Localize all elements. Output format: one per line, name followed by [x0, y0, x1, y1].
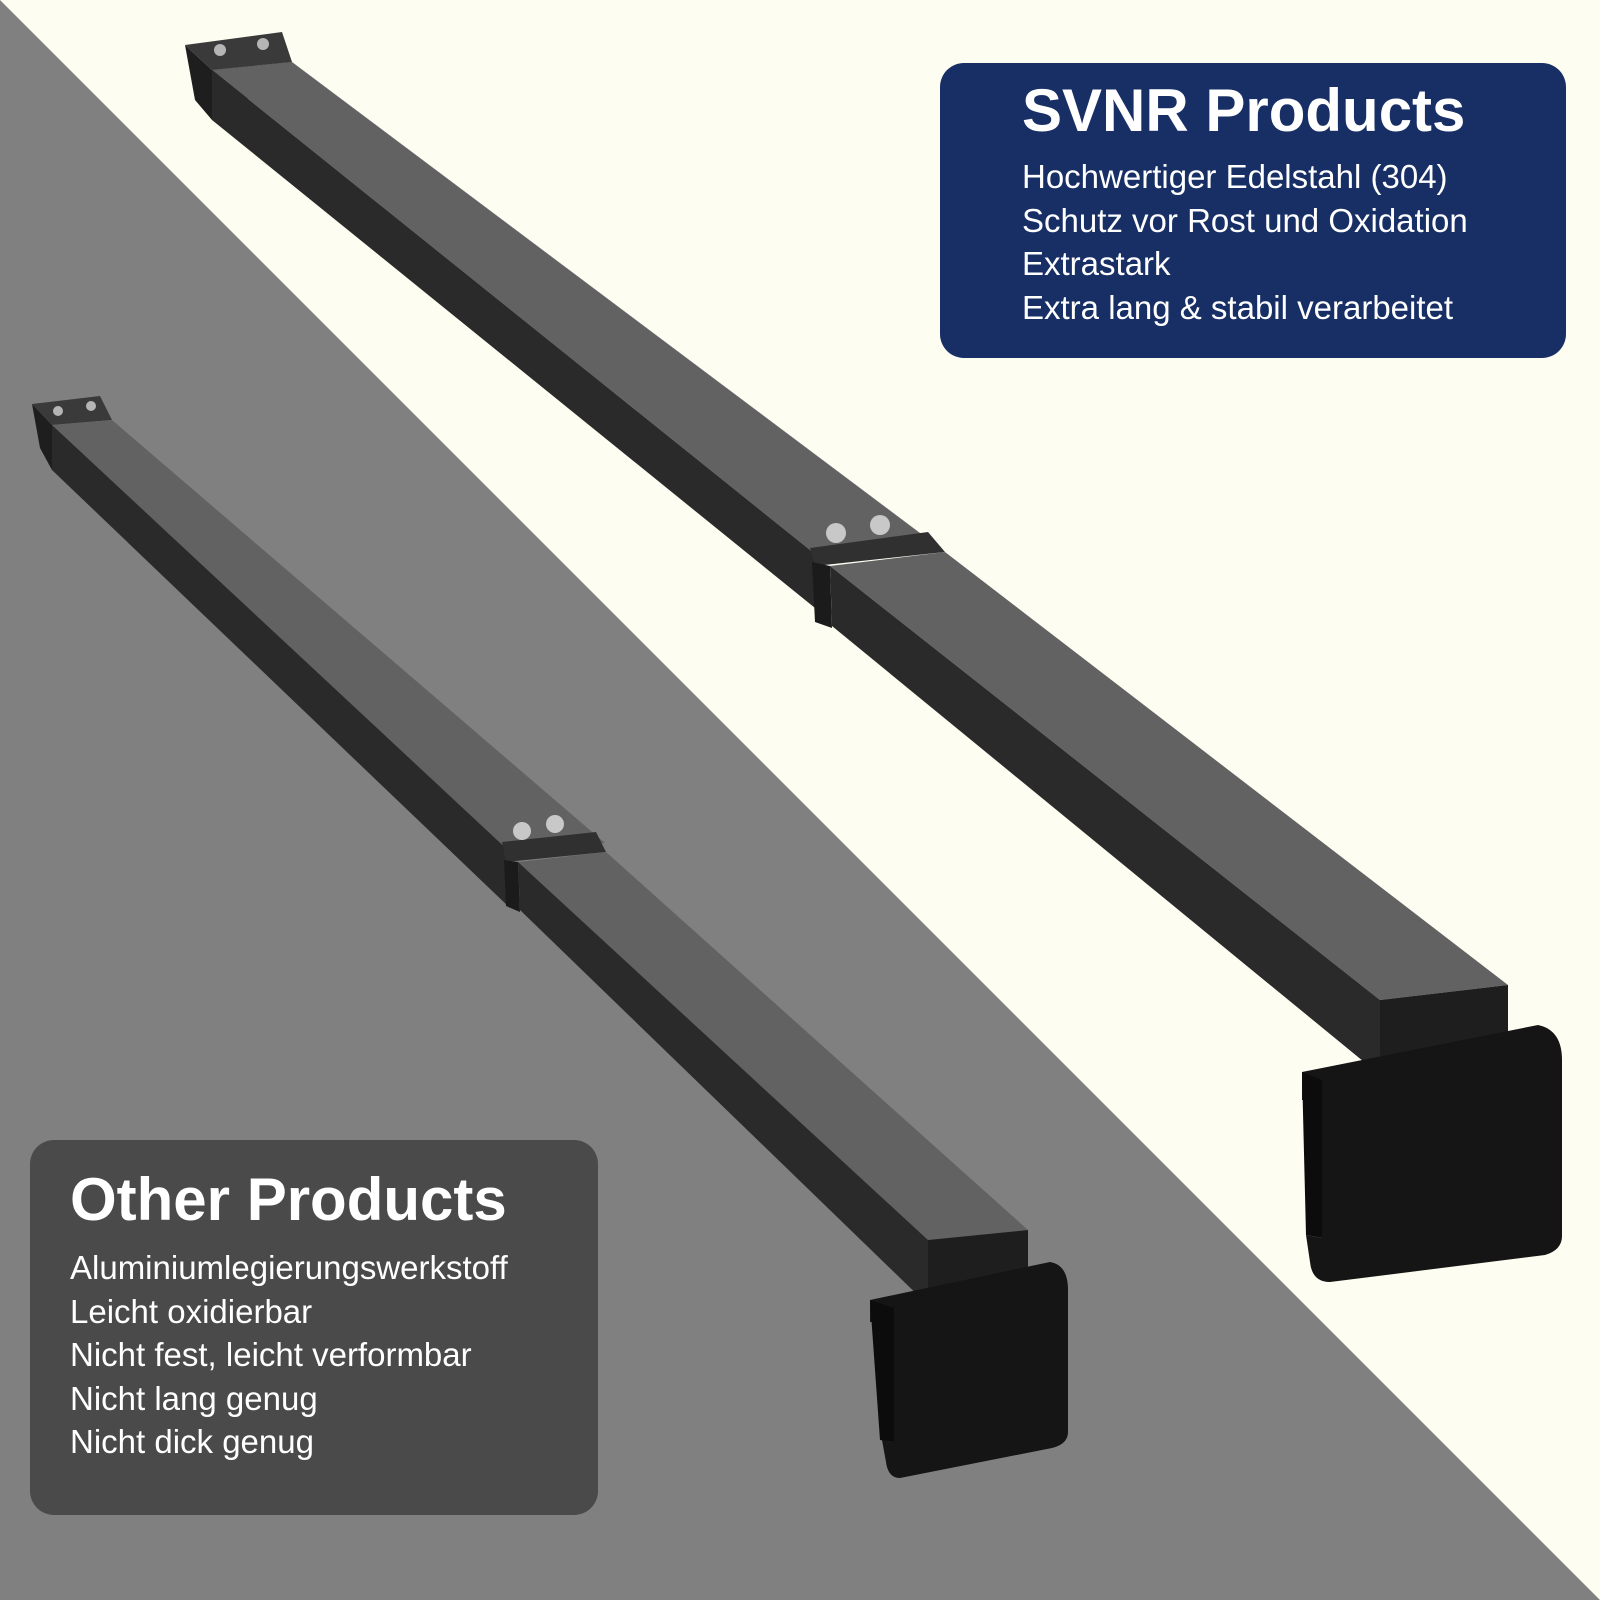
- other-upper-tube-top: [52, 420, 605, 852]
- svnr-feature-item: Schutz vor Rost und Oxidation: [1022, 201, 1468, 239]
- other-feature-item: Nicht lang genug: [70, 1379, 318, 1417]
- other-support-bar: [32, 396, 1068, 1478]
- svnr-glass-clamp-inner: [1302, 1072, 1322, 1238]
- other-sleeve-top: [502, 832, 606, 862]
- other-lower-tube-top: [518, 852, 1028, 1240]
- other-feature-list: Aluminiumlegierungswerkstoff Leicht oxid…: [70, 1246, 598, 1464]
- svnr-products-panel: SVNR Products Hochwertiger Edelstahl (30…: [940, 63, 1566, 358]
- other-feature-item: Leicht oxidierbar: [70, 1292, 313, 1330]
- other-screw-icon: [546, 815, 564, 833]
- other-glass-clamp: [870, 1262, 1068, 1478]
- svnr-screw-icon: [826, 523, 846, 543]
- other-upper-tube-side: [52, 425, 510, 908]
- svnr-sleeve-top: [810, 532, 945, 566]
- svnr-support-bar: [185, 32, 1562, 1282]
- other-feature-item: Aluminiumlegierungswerkstoff: [70, 1249, 508, 1286]
- svnr-feature-item: Extra lang & stabil verarbeitet: [1022, 288, 1454, 326]
- other-products-panel: Other Products Aluminiumlegierungswerkst…: [30, 1140, 598, 1515]
- other-feature-item: Nicht dick genug: [70, 1423, 314, 1460]
- svnr-upper-tube-side: [212, 70, 820, 612]
- svnr-lower-tube-top: [830, 552, 1508, 1000]
- svnr-feature-item: Hochwertiger Edelstahl (304): [1022, 158, 1448, 195]
- svnr-screw-icon: [214, 44, 226, 56]
- svnr-screw-icon: [257, 38, 269, 50]
- other-lower-tube-side: [518, 862, 928, 1305]
- other-screw-icon: [513, 822, 531, 840]
- other-screw-icon: [53, 406, 63, 416]
- other-glass-clamp-inner: [870, 1300, 894, 1442]
- svnr-feature-item: Extrastark: [1022, 245, 1171, 282]
- background-light-diagonal: [30, 0, 1600, 1580]
- svnr-panel-title: SVNR Products: [1022, 77, 1466, 144]
- svnr-lower-tube-side: [830, 566, 1380, 1075]
- other-feature-item: Nicht fest, leicht verformbar: [70, 1336, 472, 1373]
- svnr-feature-list: Hochwertiger Edelstahl (304) Schutz vor …: [1022, 155, 1566, 329]
- svnr-upper-tube-top: [212, 62, 940, 558]
- svnr-screw-icon: [870, 515, 890, 535]
- other-sleeve-side: [504, 860, 520, 912]
- other-screw-icon: [86, 401, 96, 411]
- other-end-cap-side: [32, 404, 52, 470]
- other-panel-title: Other Products: [70, 1166, 507, 1233]
- svnr-sleeve-side: [812, 562, 832, 628]
- svnr-glass-clamp: [1302, 1025, 1562, 1282]
